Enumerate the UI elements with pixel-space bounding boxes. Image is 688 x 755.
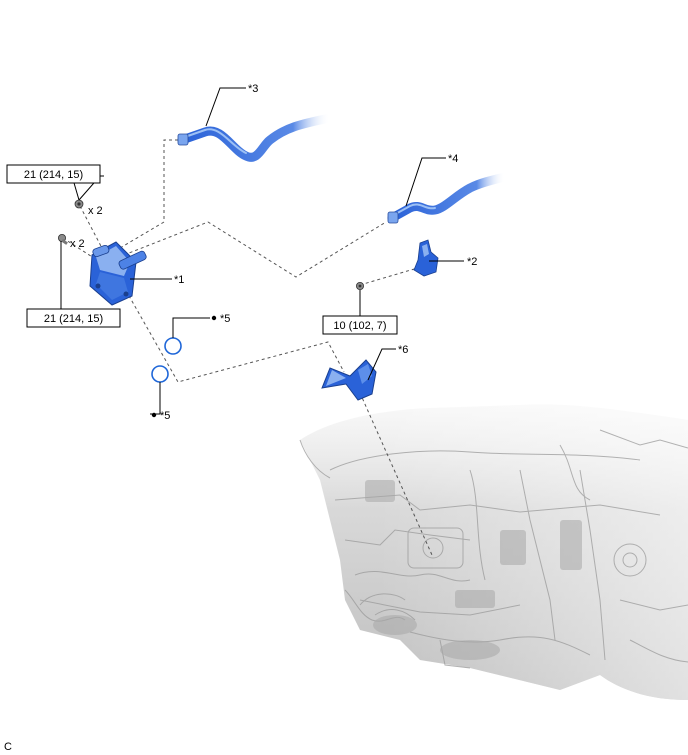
oil-cooler — [89, 241, 147, 306]
precoat-dot-lower — [151, 412, 157, 418]
precoat-dot-upper — [211, 315, 217, 321]
callout-5-lower: *5 — [160, 410, 170, 422]
callout-3: *3 — [248, 83, 258, 95]
torque-box-mid — [322, 315, 398, 335]
torque-box-bottom-left — [26, 308, 121, 328]
upper-oil-pipe — [177, 113, 335, 162]
callout-6: *6 — [398, 344, 408, 356]
leader-lines — [60, 87, 464, 415]
bolt-mid — [355, 281, 364, 290]
bolt-top — [74, 199, 84, 209]
torque-box-top-left — [6, 164, 101, 184]
bolt-left — [58, 233, 68, 245]
pipe-clamp — [413, 239, 439, 277]
callout-5-upper: *5 — [220, 313, 230, 325]
lower-oil-pipe — [387, 172, 510, 224]
figure-code: C — [4, 741, 12, 753]
torque-label-mid: 10 (102, 7) — [333, 320, 386, 332]
quantity-label-left: x 2 — [70, 238, 85, 250]
callout-4: *4 — [448, 153, 458, 165]
oil-filter-bracket — [321, 359, 377, 401]
torque-label-bottom-left: 21 (214, 15) — [44, 313, 103, 325]
o-ring-upper — [164, 337, 182, 355]
o-ring-lower — [151, 365, 169, 383]
callout-1: *1 — [174, 274, 184, 286]
torque-label-top-left: 21 (214, 15) — [24, 169, 83, 181]
engine-illustration — [299, 404, 688, 700]
callout-2: *2 — [467, 256, 477, 268]
quantity-label-top: x 2 — [88, 205, 103, 217]
